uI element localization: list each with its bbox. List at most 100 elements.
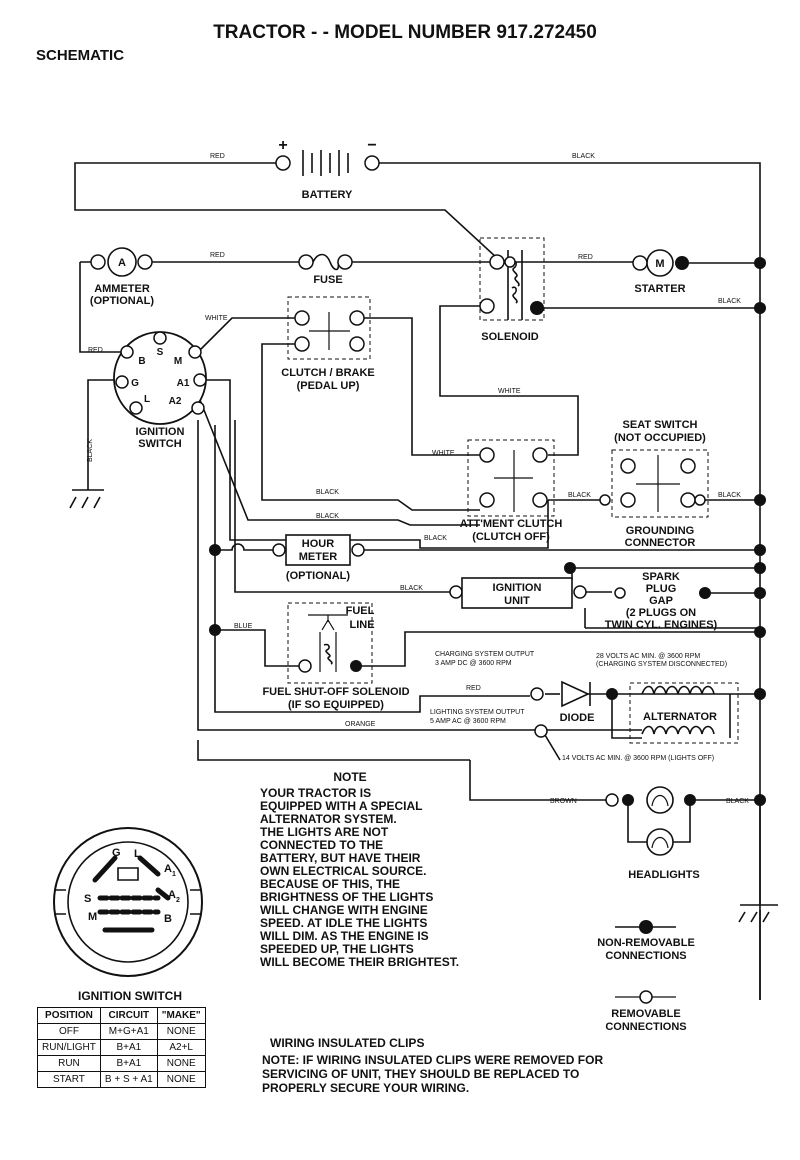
hour-meter-label-2: METER xyxy=(299,551,338,563)
table-header: POSITION xyxy=(37,1007,101,1024)
grounding-label: GROUNDING xyxy=(626,525,694,537)
seat-switch-sub: (NOT OCCUPIED) xyxy=(614,432,706,444)
wire-label-black-ign: BLACK xyxy=(400,585,423,592)
starter: M STARTER xyxy=(632,249,689,295)
alternator-label: ALTERNATOR xyxy=(643,711,717,723)
attment-clutch-sub: (CLUTCH OFF) xyxy=(472,531,550,543)
table-cell: M+G+A1 xyxy=(99,1023,158,1040)
note-heading: NOTE xyxy=(333,770,366,784)
wire-label-black-side: BLACK xyxy=(87,439,94,462)
clips-note-line-2: SERVICING OF UNIT, THEY SHOULD BE REPLAC… xyxy=(262,1067,579,1081)
table-row: RUN B+A1 NONE xyxy=(37,1055,206,1072)
ignition-unit: IGNITION UNIT xyxy=(449,562,587,609)
note-line: THE LIGHTS ARE NOT xyxy=(260,825,389,839)
fuel-shutoff-sub: (IF SO EQUIPPED) xyxy=(288,699,384,711)
ignition-unit-label-2: UNIT xyxy=(504,595,530,607)
table-row: RUN/LIGHT B+A1 A2+L xyxy=(37,1039,206,1056)
ignition-switch-caption: IGNITION SWITCH xyxy=(78,989,182,1003)
starter-label: STARTER xyxy=(634,283,685,295)
battery-label: BATTERY xyxy=(302,189,353,201)
clips-note: WIRING INSULATED CLIPS NOTE: IF WIRING I… xyxy=(262,1036,603,1095)
volts14-label: 14 VOLTS AC MIN. @ 3600 RPM (LIGHTS OFF) xyxy=(562,755,714,762)
wire-label-brown: BROWN xyxy=(550,798,577,805)
ignition-circuit-table: POSITION CIRCUIT "MAKE" OFF M+G+A1 NONE … xyxy=(37,1007,206,1088)
fuse: FUSE xyxy=(298,253,353,286)
wire-label-black-2: BLACK xyxy=(316,513,339,520)
table-header: "MAKE" xyxy=(156,1007,206,1024)
clutch-brake-sub: (PEDAL UP) xyxy=(297,380,360,392)
note-line: WILL CHANGE WITH ENGINE xyxy=(260,903,428,917)
table-cell: RUN xyxy=(37,1055,101,1072)
battery-plus: + xyxy=(278,137,287,154)
ammeter: A AMMETER (OPTIONAL) xyxy=(90,247,154,307)
ignition-unit-label: IGNITION xyxy=(493,582,542,594)
face-a2: A xyxy=(168,889,176,901)
wire-label-black-solenoid: BLACK xyxy=(718,298,741,305)
spark-plug: SPARK PLUG GAP (2 PLUGS ON TWIN CYL. ENG… xyxy=(605,571,718,631)
lighting-label-2: 5 AMP AC @ 3600 RPM xyxy=(430,718,506,725)
wire-label-white-top: WHITE xyxy=(205,315,228,322)
ammeter-label: AMMETER xyxy=(94,283,150,295)
hour-meter-optional: (OPTIONAL) xyxy=(286,570,350,582)
fuel-shutoff-solenoid: FUEL LINE FUEL SHUT-OFF SOLENOID (IF SO … xyxy=(262,602,410,711)
legend-removable: REMOVABLE xyxy=(611,1008,680,1020)
legend-non-removable-2: CONNECTIONS xyxy=(605,950,686,962)
battery: + − BATTERY xyxy=(275,137,380,201)
ammeter-optional: (OPTIONAL) xyxy=(90,295,154,307)
wire-label-black-att: BLACK xyxy=(424,535,447,542)
note-block: NOTE YOUR TRACTOR IS EQUIPPED WITH A SPE… xyxy=(260,770,459,969)
spark-label-5: TWIN CYL. ENGINES) xyxy=(605,619,718,631)
table-row: START B + S + A1 NONE xyxy=(37,1071,206,1088)
connection-legend: NON-REMOVABLE CONNECTIONS REMOVABLE CONN… xyxy=(597,920,695,1033)
term-l: L xyxy=(144,394,150,405)
wire-label-black-1: BLACK xyxy=(316,489,339,496)
term-b: B xyxy=(138,356,145,367)
spark-label-2: PLUG xyxy=(646,583,677,595)
spark-label-4: (2 PLUGS ON xyxy=(626,607,696,619)
ignition-switch-label-2: SWITCH xyxy=(138,438,181,450)
wire-label-black-seat-r: BLACK xyxy=(718,492,741,499)
hour-meter: HOUR METER (OPTIONAL) xyxy=(272,534,365,582)
volts28-label-1: 28 VOLTS AC MIN. @ 3600 RPM xyxy=(596,653,700,660)
face-a1-sub: 1 xyxy=(172,871,176,878)
clips-heading: WIRING INSULATED CLIPS xyxy=(270,1036,424,1050)
term-s: S xyxy=(157,347,164,358)
ignition-switch-label: IGNITION xyxy=(136,426,185,438)
table-header: CIRCUIT xyxy=(99,1007,158,1024)
table-header-row: POSITION CIRCUIT "MAKE" xyxy=(37,1007,206,1024)
attment-clutch-label: ATT'MENT CLUTCH xyxy=(460,518,563,530)
spark-label-3: GAP xyxy=(649,595,673,607)
bus-junctions xyxy=(209,257,766,806)
grounding-connector: GROUNDING CONNECTOR xyxy=(599,494,706,549)
clips-note-text: IF WIRING INSULATED CLIPS WERE REMOVED F… xyxy=(299,1053,603,1067)
term-m: M xyxy=(174,356,182,367)
solenoid: SOLENOID xyxy=(479,237,545,343)
table-cell: RUN/LIGHT xyxy=(37,1039,101,1056)
note-line: OWN ELECTRICAL SOURCE. xyxy=(260,864,426,878)
note-line: WILL BECOME THEIR BRIGHTEST. xyxy=(260,955,459,969)
diode-label: DIODE xyxy=(560,712,595,724)
legend-removable-2: CONNECTIONS xyxy=(605,1021,686,1033)
wire-label-orange: ORANGE xyxy=(345,721,376,728)
face-g: G xyxy=(112,847,121,859)
note-line: CONNECTED TO THE xyxy=(260,838,383,852)
wire-label-black-head: BLACK xyxy=(726,798,749,805)
table-cell: B+A1 xyxy=(99,1055,158,1072)
note-line: SPEED. AT IDLE THE LIGHTS xyxy=(260,916,427,930)
fuel-label-2: LINE xyxy=(349,619,374,631)
wire-label-red-top: RED xyxy=(210,153,225,160)
wire-label-white-seat: WHITE xyxy=(498,388,521,395)
face-a2-sub: 2 xyxy=(176,897,180,904)
clips-note-label: NOTE: xyxy=(262,1053,299,1067)
wire-label-red-ammeter: RED xyxy=(210,252,225,259)
face-l: L xyxy=(134,848,141,860)
table-cell: NONE xyxy=(156,1023,206,1040)
wire-label-black-seat-l: BLACK xyxy=(568,492,591,499)
face-b: B xyxy=(164,913,172,925)
alternator: ALTERNATOR xyxy=(629,682,739,744)
table-cell: NONE xyxy=(156,1055,206,1072)
table-cell: START xyxy=(37,1071,101,1088)
wire-label-red-starter: RED xyxy=(578,254,593,261)
table-cell: A2+L xyxy=(156,1039,206,1056)
